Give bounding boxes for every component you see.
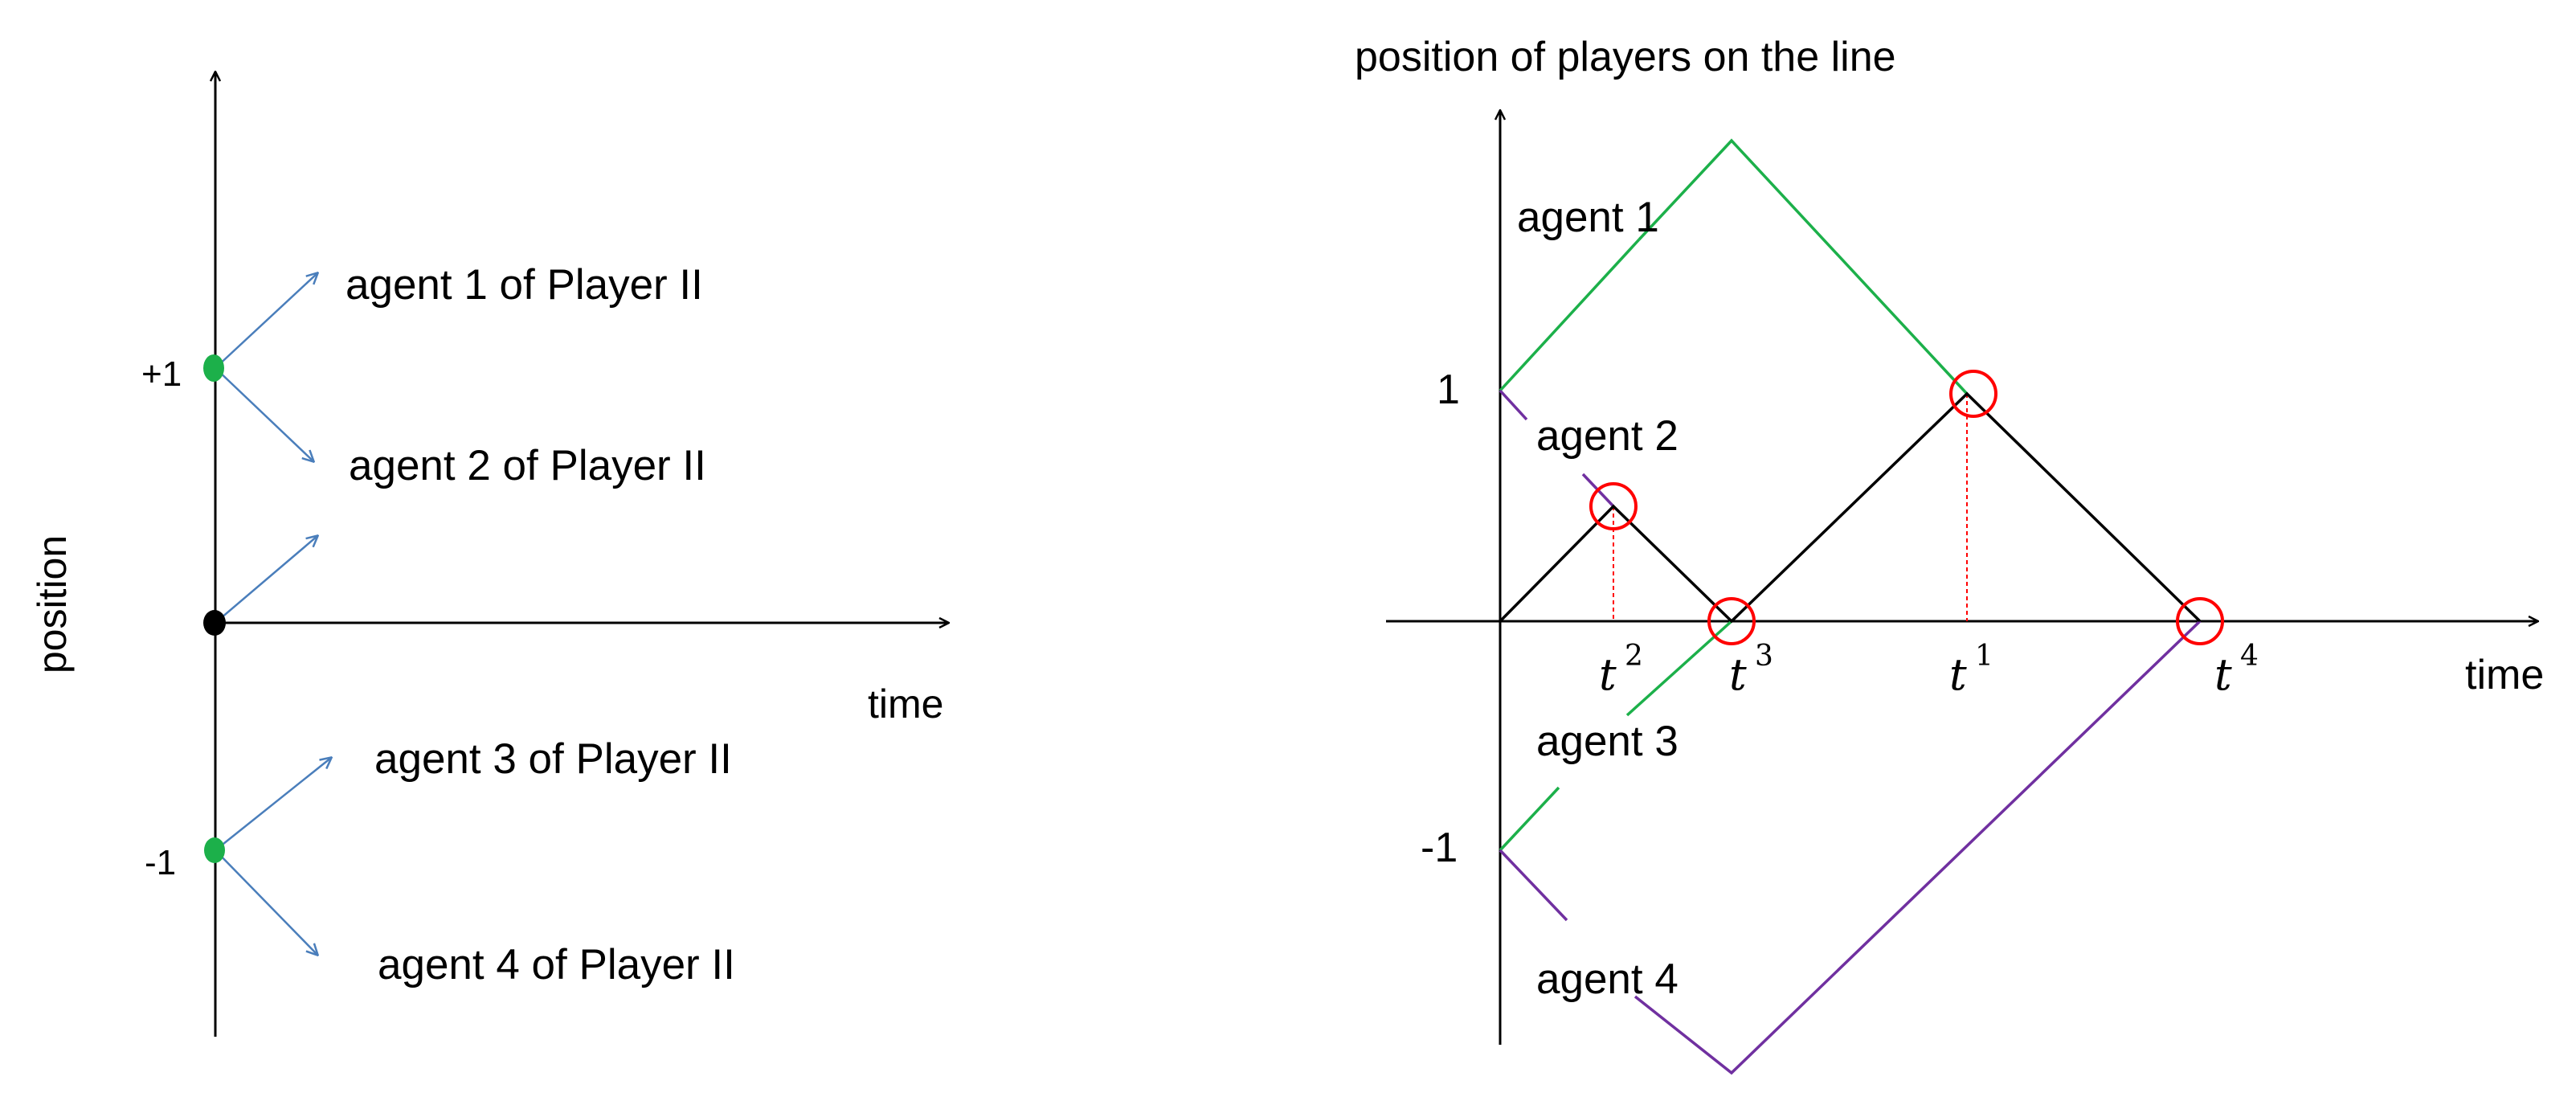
meeting-circle-t2 — [1589, 482, 1638, 530]
time-mark-t1: t 1 — [1949, 640, 1993, 700]
right-panel: position of players on the line time 1 -… — [1355, 34, 2544, 1075]
time-mark-t4: t 4 — [2214, 640, 2259, 700]
agent-4-arrow — [215, 849, 317, 955]
agent-1-path — [1499, 238, 1641, 392]
left-y-axis-label: position — [30, 535, 75, 673]
time-mark-t2-sup: 2 — [1625, 640, 1643, 673]
origin-arrow — [215, 536, 317, 624]
time-mark-t3-sup: 3 — [1755, 640, 1773, 673]
time-mark-t4-base: t — [2214, 649, 2232, 700]
agent-3-label: agent 3 of Player II — [374, 735, 732, 783]
right-tick-one: 1 — [1437, 366, 1460, 413]
right-agent-2-label: agent 2 — [1536, 412, 1678, 460]
agent-1-arrow — [215, 273, 317, 369]
right-x-axis-label: time — [2465, 652, 2544, 698]
agent-1-path-upper — [1638, 138, 1969, 395]
meeting-circle-t3 — [1707, 597, 1756, 645]
right-tick-minus-one: -1 — [1421, 825, 1458, 871]
agent-2-path — [1499, 389, 1528, 421]
meeting-circle-t1 — [1949, 370, 1997, 418]
time-mark-t3-base: t — [1729, 649, 1747, 700]
agent-3-path — [1499, 786, 1560, 852]
start-dot-plus-one — [203, 354, 224, 382]
time-mark-t2-base: t — [1599, 649, 1617, 700]
agent-4-label: agent 4 of Player II — [378, 941, 735, 988]
meeting-circle-t4 — [2176, 597, 2224, 645]
right-agent-1-label: agent 1 — [1517, 194, 1659, 241]
agent-4-path — [1499, 849, 1568, 922]
agent-4-path-lower — [1634, 620, 2202, 1075]
agent-1-label: agent 1 of Player II — [346, 261, 703, 309]
time-mark-t2: t 2 — [1599, 640, 1643, 700]
tick-plus-one: +1 — [141, 354, 182, 394]
agent-3-arrow — [215, 758, 331, 851]
right-y-axis-label: position of players on the line — [1355, 34, 1896, 80]
origin-dot — [203, 610, 226, 636]
right-agent-4-label: agent 4 — [1536, 956, 1678, 1003]
time-mark-t4-sup: 4 — [2240, 640, 2259, 673]
time-mark-t1-base: t — [1949, 649, 1967, 700]
tick-minus-one: -1 — [145, 843, 176, 882]
left-x-axis-label: time — [868, 681, 943, 726]
right-agent-3-label: agent 3 — [1536, 718, 1678, 765]
left-panel: position time +1 -1 agent 1 of Player II… — [30, 72, 948, 1037]
start-dot-minus-one — [204, 837, 225, 863]
time-mark-t3: t 3 — [1729, 640, 1773, 700]
player-one-path — [1499, 391, 2202, 624]
time-mark-t1-sup: 1 — [1975, 640, 1993, 673]
agent-2-arrow — [215, 367, 313, 461]
agent-2-label: agent 2 of Player II — [349, 442, 706, 489]
